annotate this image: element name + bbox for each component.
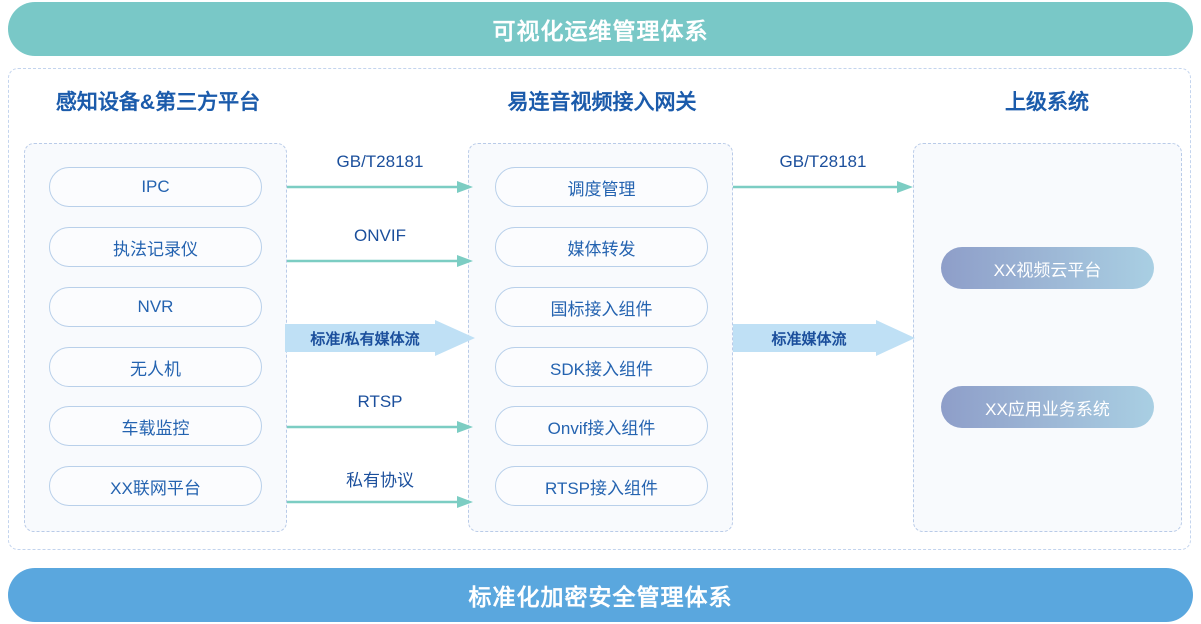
device-item-platform[interactable]: XX联网平台 [49,466,262,506]
device-item-ipc[interactable]: IPC [49,167,262,207]
flow-label-right-gbt28181: GB/T28181 [779,152,867,171]
flow-arrow-left-private-protocol [287,496,473,508]
column-title-gateway: 易连音视频接入网关 [507,91,697,114]
gateway-item-rtsp-access[interactable]: RTSP接入组件 [495,466,708,506]
device-item-vehicle[interactable]: 车载监控 [49,406,262,446]
column-title-sensing-devices: 感知设备&第三方平台 [55,91,261,114]
flow-arrow-left-rtsp [287,421,473,433]
upper-system-item-business-app[interactable]: XX应用业务系统 [941,386,1154,428]
gateway-item-sdk-access[interactable]: SDK接入组件 [495,347,708,387]
gateway-item-media-forward[interactable]: 媒体转发 [495,227,708,267]
flow-label-left-gbt28181: GB/T28181 [336,152,424,171]
flow-label-left-rtsp: RTSP [357,392,403,411]
flow-label-right-standard-stream: 标准媒体流 [771,331,847,348]
panel-upper-system [913,143,1182,532]
gateway-item-gb-access[interactable]: 国标接入组件 [495,287,708,327]
flow-label-left-media-stream: 标准/私有媒体流 [310,331,420,348]
column-title-upper-system: 上级系统 [1005,91,1089,114]
device-item-nvr[interactable]: NVR [49,287,262,327]
flow-band-left-media-stream [285,320,475,356]
bottom-banner: 标准化加密安全管理体系 [8,568,1193,622]
top-banner-label: 可视化运维管理体系 [492,18,709,44]
flow-label-left-private-protocol: 私有协议 [346,471,414,490]
flow-arrow-right-gbt28181 [733,181,913,193]
bottom-banner-label: 标准化加密安全管理体系 [468,584,733,610]
flow-band-right-standard-stream [733,320,915,356]
flow-arrow-left-gbt28181 [287,181,473,193]
gateway-item-onvif-access[interactable]: Onvif接入组件 [495,406,708,446]
flow-label-left-onvif: ONVIF [354,226,406,245]
gateway-item-dispatch[interactable]: 调度管理 [495,167,708,207]
flow-arrow-left-onvif [287,255,473,267]
upper-system-item-video-cloud[interactable]: XX视频云平台 [941,247,1154,289]
device-item-drone[interactable]: 无人机 [49,347,262,387]
top-banner: 可视化运维管理体系 [8,2,1193,56]
device-item-recorder[interactable]: 执法记录仪 [49,227,262,267]
